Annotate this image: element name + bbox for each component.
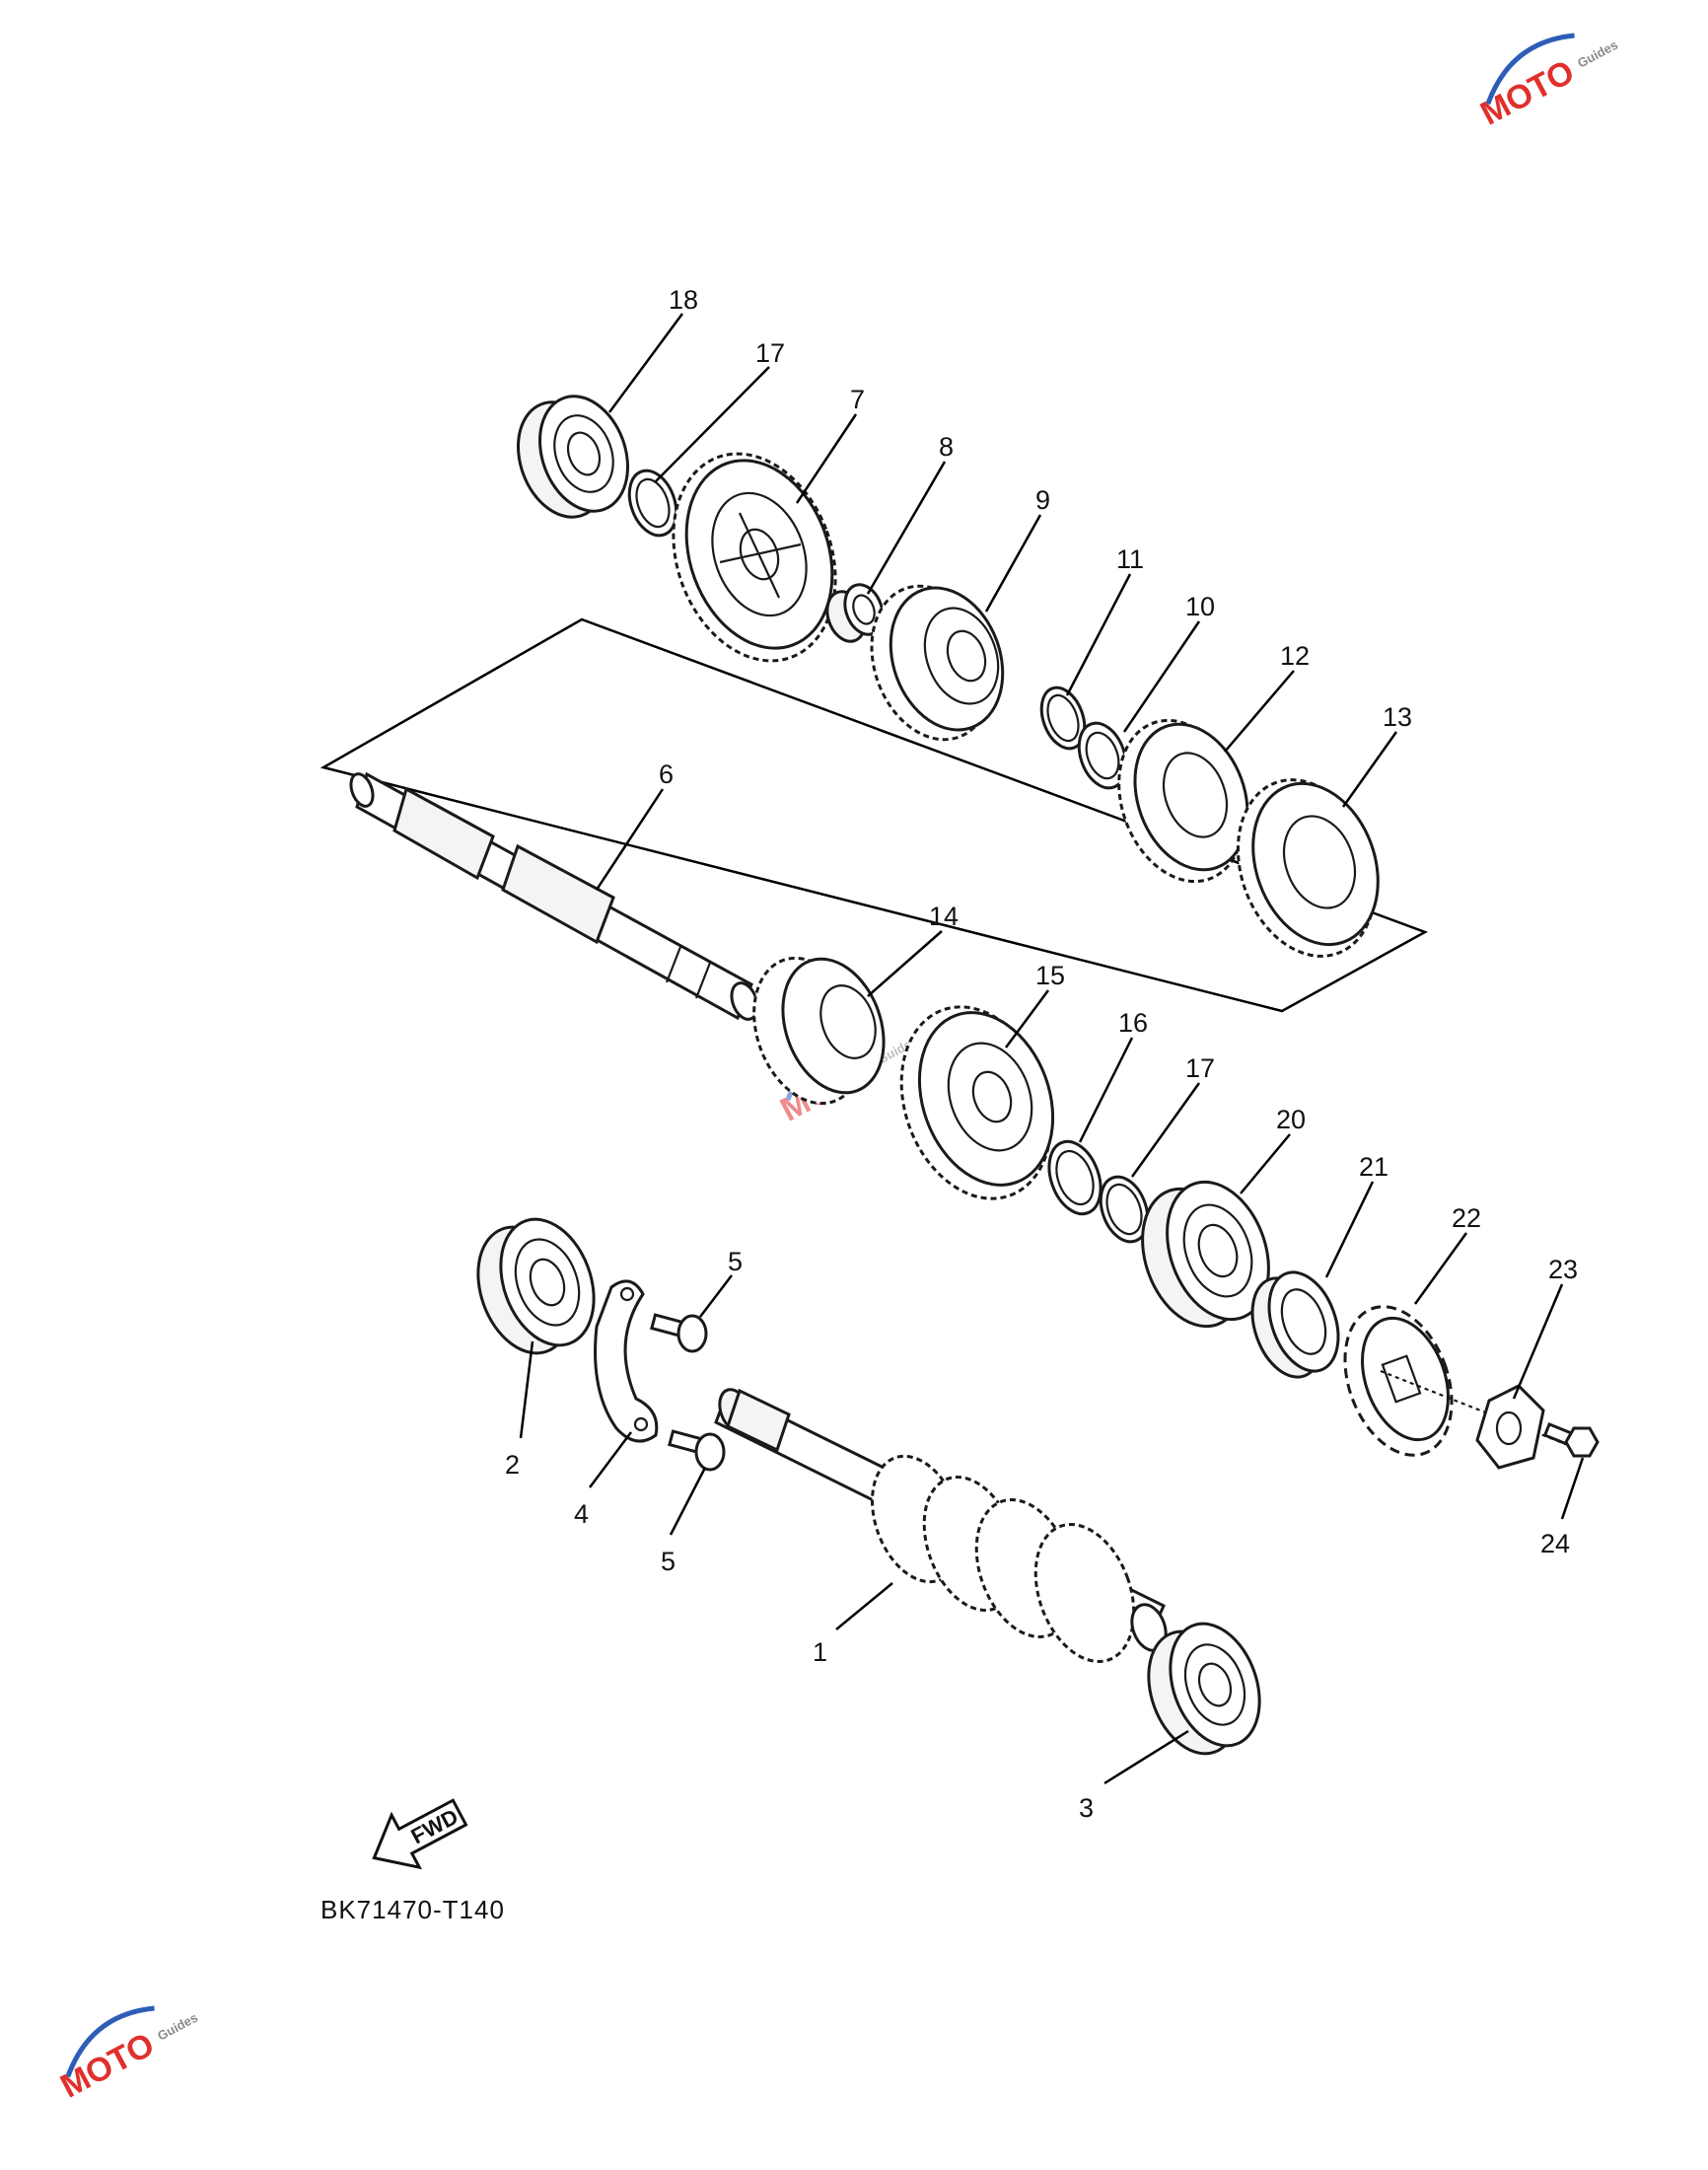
callout-6: 6 bbox=[659, 760, 674, 789]
callout-1: 1 bbox=[813, 1637, 827, 1667]
callout-20: 20 bbox=[1276, 1105, 1306, 1134]
part-16-washer bbox=[1047, 1139, 1103, 1216]
part-15-gear bbox=[899, 1005, 1055, 1200]
part-1-drive-axle bbox=[714, 1388, 1168, 1663]
part-12-gear bbox=[1117, 718, 1249, 884]
part-7-gear bbox=[672, 452, 837, 663]
part-14-gear bbox=[752, 956, 886, 1106]
callout-3: 3 bbox=[1079, 1793, 1094, 1823]
callout-18: 17 bbox=[755, 338, 785, 368]
callout-21: 21 bbox=[1359, 1152, 1388, 1182]
callout-5-upper: 5 bbox=[728, 1247, 743, 1276]
callout-10: 10 bbox=[1185, 592, 1215, 621]
part-10-washer bbox=[1077, 721, 1128, 790]
watermark-logo-bottom: MOTO Guides bbox=[54, 2005, 200, 2106]
callout-15: 15 bbox=[1035, 961, 1065, 990]
callout-11: 11 bbox=[1116, 544, 1144, 574]
callout-12: 12 bbox=[1280, 641, 1310, 671]
watermark-logo-top: MOTO Guides bbox=[1474, 33, 1620, 133]
callout-14: 14 bbox=[929, 902, 959, 931]
callout-9: 9 bbox=[1035, 485, 1050, 515]
part-2-bearing bbox=[476, 1217, 596, 1355]
part-9-gear bbox=[870, 584, 1005, 742]
svg-text:Guides: Guides bbox=[1575, 37, 1620, 71]
part-3-bearing bbox=[1147, 1622, 1261, 1756]
part-20-bearing bbox=[1141, 1180, 1270, 1329]
callout-13: 13 bbox=[1383, 702, 1412, 732]
callout-16: 16 bbox=[1118, 1008, 1148, 1038]
part-24-bolt bbox=[1542, 1421, 1600, 1458]
callout-24: 24 bbox=[1540, 1529, 1570, 1558]
part-18-washer bbox=[627, 469, 678, 538]
part-6-main-axle bbox=[349, 771, 759, 1021]
part-22-sprocket bbox=[1343, 1305, 1454, 1457]
svg-text:Guides: Guides bbox=[155, 2010, 200, 2044]
callout-7: 7 bbox=[850, 385, 865, 414]
callout-8: 8 bbox=[939, 432, 954, 462]
part-4-retainer-plate bbox=[594, 1279, 659, 1443]
fwd-direction-arrow: FWD bbox=[372, 1798, 468, 1870]
callout-23: 23 bbox=[1548, 1255, 1578, 1284]
callout-17: 17 bbox=[1185, 1053, 1215, 1083]
part-8-bushing bbox=[825, 583, 885, 643]
leader-lines bbox=[519, 313, 1585, 1785]
callout-4: 4 bbox=[574, 1499, 589, 1529]
part-5-screw-upper bbox=[650, 1313, 708, 1353]
callout-2: 2 bbox=[505, 1450, 520, 1480]
diagram-code: BK71470-T140 bbox=[320, 1895, 505, 1924]
part-17-circlip bbox=[1099, 1175, 1150, 1244]
svg-text:MOTO: MOTO bbox=[54, 2026, 160, 2106]
callout-22: 22 bbox=[1452, 1203, 1481, 1233]
callout-19: 18 bbox=[669, 285, 698, 315]
part-23-lock-washer bbox=[1475, 1384, 1545, 1470]
svg-text:MOTO: MOTO bbox=[1474, 53, 1580, 133]
callout-5-lower: 5 bbox=[661, 1547, 676, 1576]
part-19-bearing bbox=[517, 395, 629, 519]
part-21-oil-seal bbox=[1250, 1270, 1340, 1379]
part-11-circlip bbox=[1039, 686, 1087, 751]
part-13-gear bbox=[1236, 778, 1380, 958]
callout-labels: 18 17 7 8 9 11 10 12 13 6 14 15 16 17 20… bbox=[505, 285, 1578, 1823]
part-5-screw-lower bbox=[668, 1429, 726, 1472]
